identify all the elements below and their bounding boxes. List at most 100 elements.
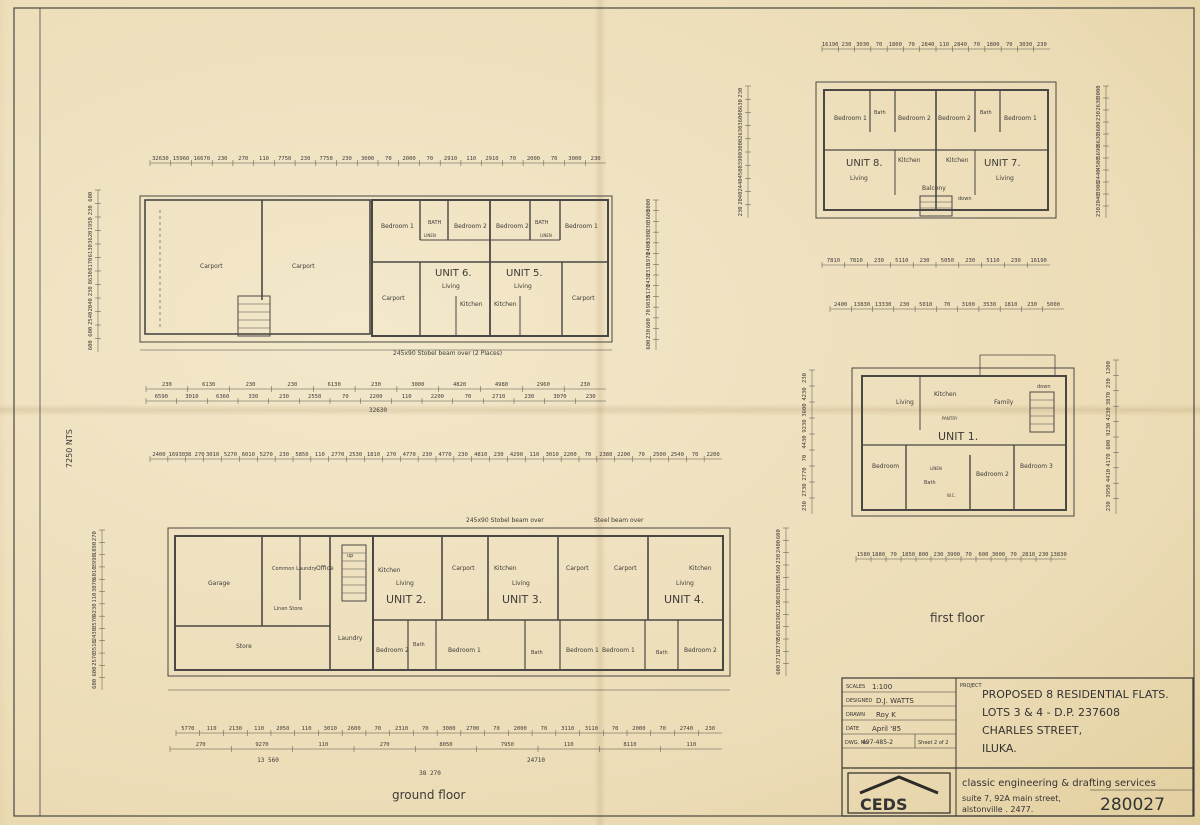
dimension-value: 2310 [646,263,652,276]
room-kitchen: Kitchen [494,301,517,308]
dimension-value: 4500 [738,165,744,178]
dimension-value: 110 [318,742,328,748]
first-floor-label: first floor [930,611,985,625]
drawn-label: DRAWN [846,712,865,718]
dimension-value: 16190 [1030,258,1047,264]
dimension-value: 230 [802,501,808,511]
dimension-value: 2400 [834,302,847,308]
dimension-value: 70 [802,455,808,462]
dimension-value: 4980 [495,382,508,388]
dimension-value: 230 [1011,258,1021,264]
room-carport: Carport [566,565,589,572]
dimension-value: 110 [466,156,476,162]
dimension-value: 2960 [537,382,550,388]
dimension-value: 16190 [822,42,839,48]
title-block: SCALES 1:100 DESIGNED D.J. WATTS DRAWN R… [841,677,1194,817]
room-kitchen: Kitchen [898,157,921,164]
company-address-2: alstonville . 2477. [962,805,1033,814]
dimension-value: 230 [494,452,504,458]
dimension-value: 2400 [776,540,782,553]
room-living: Living [442,283,460,290]
dimension-value: 3000 [738,139,744,152]
dimension-value: 230 [920,258,930,264]
dimension-value: 3010 [206,452,219,458]
room-kitchen: Kitchen [946,157,969,164]
dimension-value: 70 [646,309,652,316]
dimension-value: 3010 [324,726,337,732]
dimension-value: 70 [890,552,897,558]
dimension-value: 600 [646,318,652,328]
dimension-value: 2600 [347,726,360,732]
dimension-string: 6002400230536036809830121032905650277037… [776,527,789,676]
unit-5-label: UNIT 5. [506,268,543,279]
room-bedroom-1: Bedroom 1 [448,647,481,654]
scales-label: SCALES [846,684,865,690]
room-bath: BATH [428,220,442,226]
dimension-value: 3300 [646,231,652,244]
dimension-value: 4810 [474,452,487,458]
dimension-value: 5050 [941,258,954,264]
dimension-value: 2040 [738,192,744,205]
dimension-value: 1800 [986,42,999,48]
room-bedroom-2: Bedroom 2 [454,223,487,230]
dimension-value: 230 [279,394,289,400]
dimension-value: 110 [92,593,98,603]
dimension-value: 2440 [1096,169,1102,182]
room-bath: Bath [531,650,543,656]
room-living: Living [850,175,868,182]
dimension-value: 3000 [568,156,581,162]
room-bedroom-3: Bedroom 3 [1020,463,1053,470]
room-bath: Bath [413,642,425,648]
dimension-value: 1200 [1106,361,1112,374]
room-kitchen: Kitchen [494,565,517,572]
dimension-value: 3290 [776,614,782,627]
dimension-value: 600 [92,679,98,689]
room-bedroom: Bedroom [872,463,899,470]
unit-2-label: UNIT 2. [386,593,426,606]
dimension-value: 70 [612,726,619,732]
dimension-value: 13330 [875,302,892,308]
dimension-value: 5110 [895,258,908,264]
dimension-value: 70 [342,394,349,400]
room-store: Store [236,643,252,650]
room-bath: Bath [924,480,936,486]
dimension-value: 4770 [438,452,451,458]
dimension-value: 3110 [585,726,598,732]
dimension-value: 5170 [646,284,652,297]
dimension-value: 2840 [921,42,934,48]
room-linen-store: Linen Store [274,606,302,612]
dimension-value: 5010 [919,302,932,308]
dimension-value: 70 [385,156,392,162]
room-bedroom-1: Bedroom 1 [565,223,598,230]
dimension-value: 3000 [361,156,374,162]
dimension-value: 600 [646,340,652,350]
room-balcony: Balcony [922,185,946,192]
dimension-value: 32630 [152,156,169,162]
dimension-value: 3000 [442,726,455,732]
dimension-value: 230 [300,156,310,162]
dimension-value: 2400 [152,452,165,458]
dimension-value: 7950 [501,742,514,748]
dimension-value: 4170 [1106,453,1112,466]
room-living: Living [396,580,414,587]
dimension-value: 3600 [646,209,652,222]
dimension-value: 270 [380,742,390,748]
dimension-value: 3110 [561,726,574,732]
dimension-value: 7750 [320,156,333,162]
dimension-value: 16930 [169,452,186,458]
room-bedroom-2: Bedroom 2 [898,115,931,122]
dimension-value: 70 [659,726,666,732]
dimension-value: 2710 [492,394,505,400]
dimension-value: 8630 [738,99,744,112]
dimension-value: 3070 [92,579,98,592]
dimension-value: 270 [196,742,206,748]
room-living: Living [896,399,914,406]
dimension-value: 3870 [1106,392,1112,405]
project-label: PROJECT [960,683,983,689]
dimension-value: 5360 [776,565,782,578]
job-number: 280027 [1100,795,1165,815]
unit-1-outer [851,367,1075,517]
dimension-value: 230 [586,394,596,400]
